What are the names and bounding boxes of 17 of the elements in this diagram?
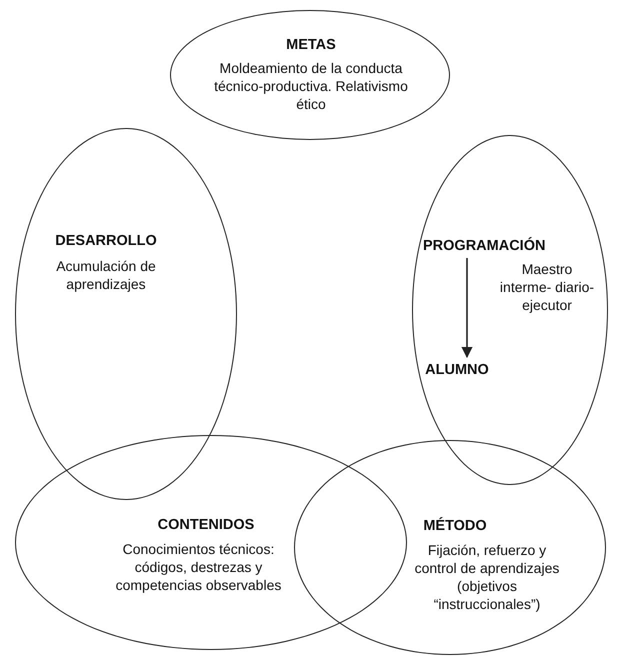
- heading: METAS: [285, 36, 337, 54]
- ellipse: [15, 435, 407, 650]
- ellipse: [15, 128, 237, 500]
- description: Fijación, refuerzo y control de aprendizajes (objetivos “instruccionales”): [414, 541, 560, 613]
- heading: PROGRAMACIÓN: [423, 237, 543, 255]
- ellipse: [294, 440, 606, 655]
- description: Conocimientos técnicos: códigos, destrezas y competencias observables: [114, 540, 282, 594]
- description: Moldeamiento de la conducta técnico-productiva. Relativismo ético: [213, 59, 409, 113]
- heading: CONTENIDOS: [156, 516, 256, 534]
- description: Acumulación de aprendizajes: [55, 257, 157, 293]
- description: Maestro interme- diario-ejecutor: [498, 260, 596, 314]
- arrow: [461, 258, 473, 358]
- heading: ALUMNO: [424, 361, 490, 379]
- ellipse: [412, 135, 608, 485]
- ellipse: [170, 10, 450, 140]
- heading: MÉTODO: [422, 517, 488, 535]
- heading: DESARROLLO: [54, 232, 158, 250]
